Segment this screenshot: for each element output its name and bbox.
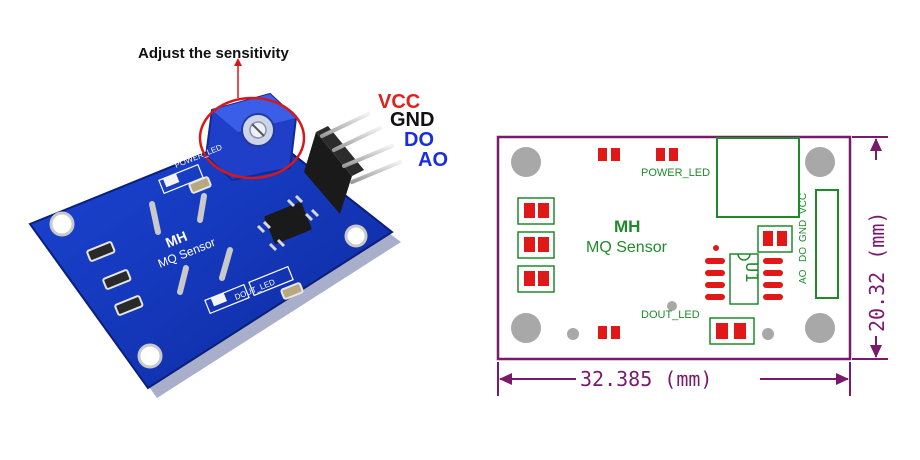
drawing-pin-ao: AO — [798, 269, 809, 284]
module-photo: MH MQ Sensor POWER_LED DOUT_LED — [28, 58, 402, 398]
drawing-power-led-label: POWER_LED — [641, 167, 710, 179]
smd-pads-bottom — [598, 326, 620, 339]
drawing-mount-hole — [805, 313, 835, 343]
height-dimension — [852, 136, 888, 360]
pin-label-gnd: GND — [390, 109, 434, 131]
height-dimension-label: 20.32 (mm) — [865, 212, 889, 332]
width-dimension-label: 32.385 (mm) — [580, 367, 712, 391]
drawing-board-name: MQ Sensor — [586, 239, 668, 256]
smd-pads-top — [598, 148, 678, 161]
highlight-ellipse — [198, 96, 306, 180]
drawing-mount-hole — [511, 147, 541, 177]
module-drawing: U1 MH MQ Sensor POWER_LED DOUT_LED VCC G… — [496, 135, 889, 396]
width-dimension — [497, 362, 851, 396]
drawing-mount-hole — [805, 147, 835, 177]
pcb-board — [28, 128, 394, 390]
photo-brand: MH — [163, 228, 189, 251]
mount-hole — [137, 343, 163, 369]
sensitivity-annotation: Adjust the sensitivity — [138, 45, 290, 62]
smd-pads-left — [517, 197, 555, 293]
header-footprint — [815, 189, 839, 299]
drawing-pin-vcc: VCC — [798, 193, 809, 214]
pin-label-vcc: VCC — [378, 91, 420, 113]
potentiometer[interactable] — [204, 92, 298, 182]
potentiometer-footprint — [716, 137, 800, 218]
sensor-pins — [149, 193, 233, 295]
dout-led — [210, 292, 227, 307]
board-outline — [496, 135, 852, 361]
ic-label: U1 — [741, 262, 761, 282]
pin-label-ao: AO — [418, 149, 448, 171]
header-pins — [320, 112, 402, 184]
drawing-brand: MH — [614, 217, 640, 236]
drawing-mount-hole — [511, 313, 541, 343]
drawing-dout-led-label: DOUT_LED — [641, 309, 700, 321]
drawing-pin-gnd: GND — [798, 220, 809, 242]
mount-hole — [344, 224, 368, 248]
ic-u1-footprint — [705, 245, 783, 305]
drawing-pin-do: DO — [798, 247, 809, 262]
power-led — [163, 173, 180, 188]
dout-led-footprint — [709, 317, 755, 345]
mount-hole — [49, 211, 75, 237]
comparator-chip — [256, 194, 320, 252]
pin-label-do: DO — [404, 129, 434, 151]
smd-resistors — [86, 176, 304, 316]
